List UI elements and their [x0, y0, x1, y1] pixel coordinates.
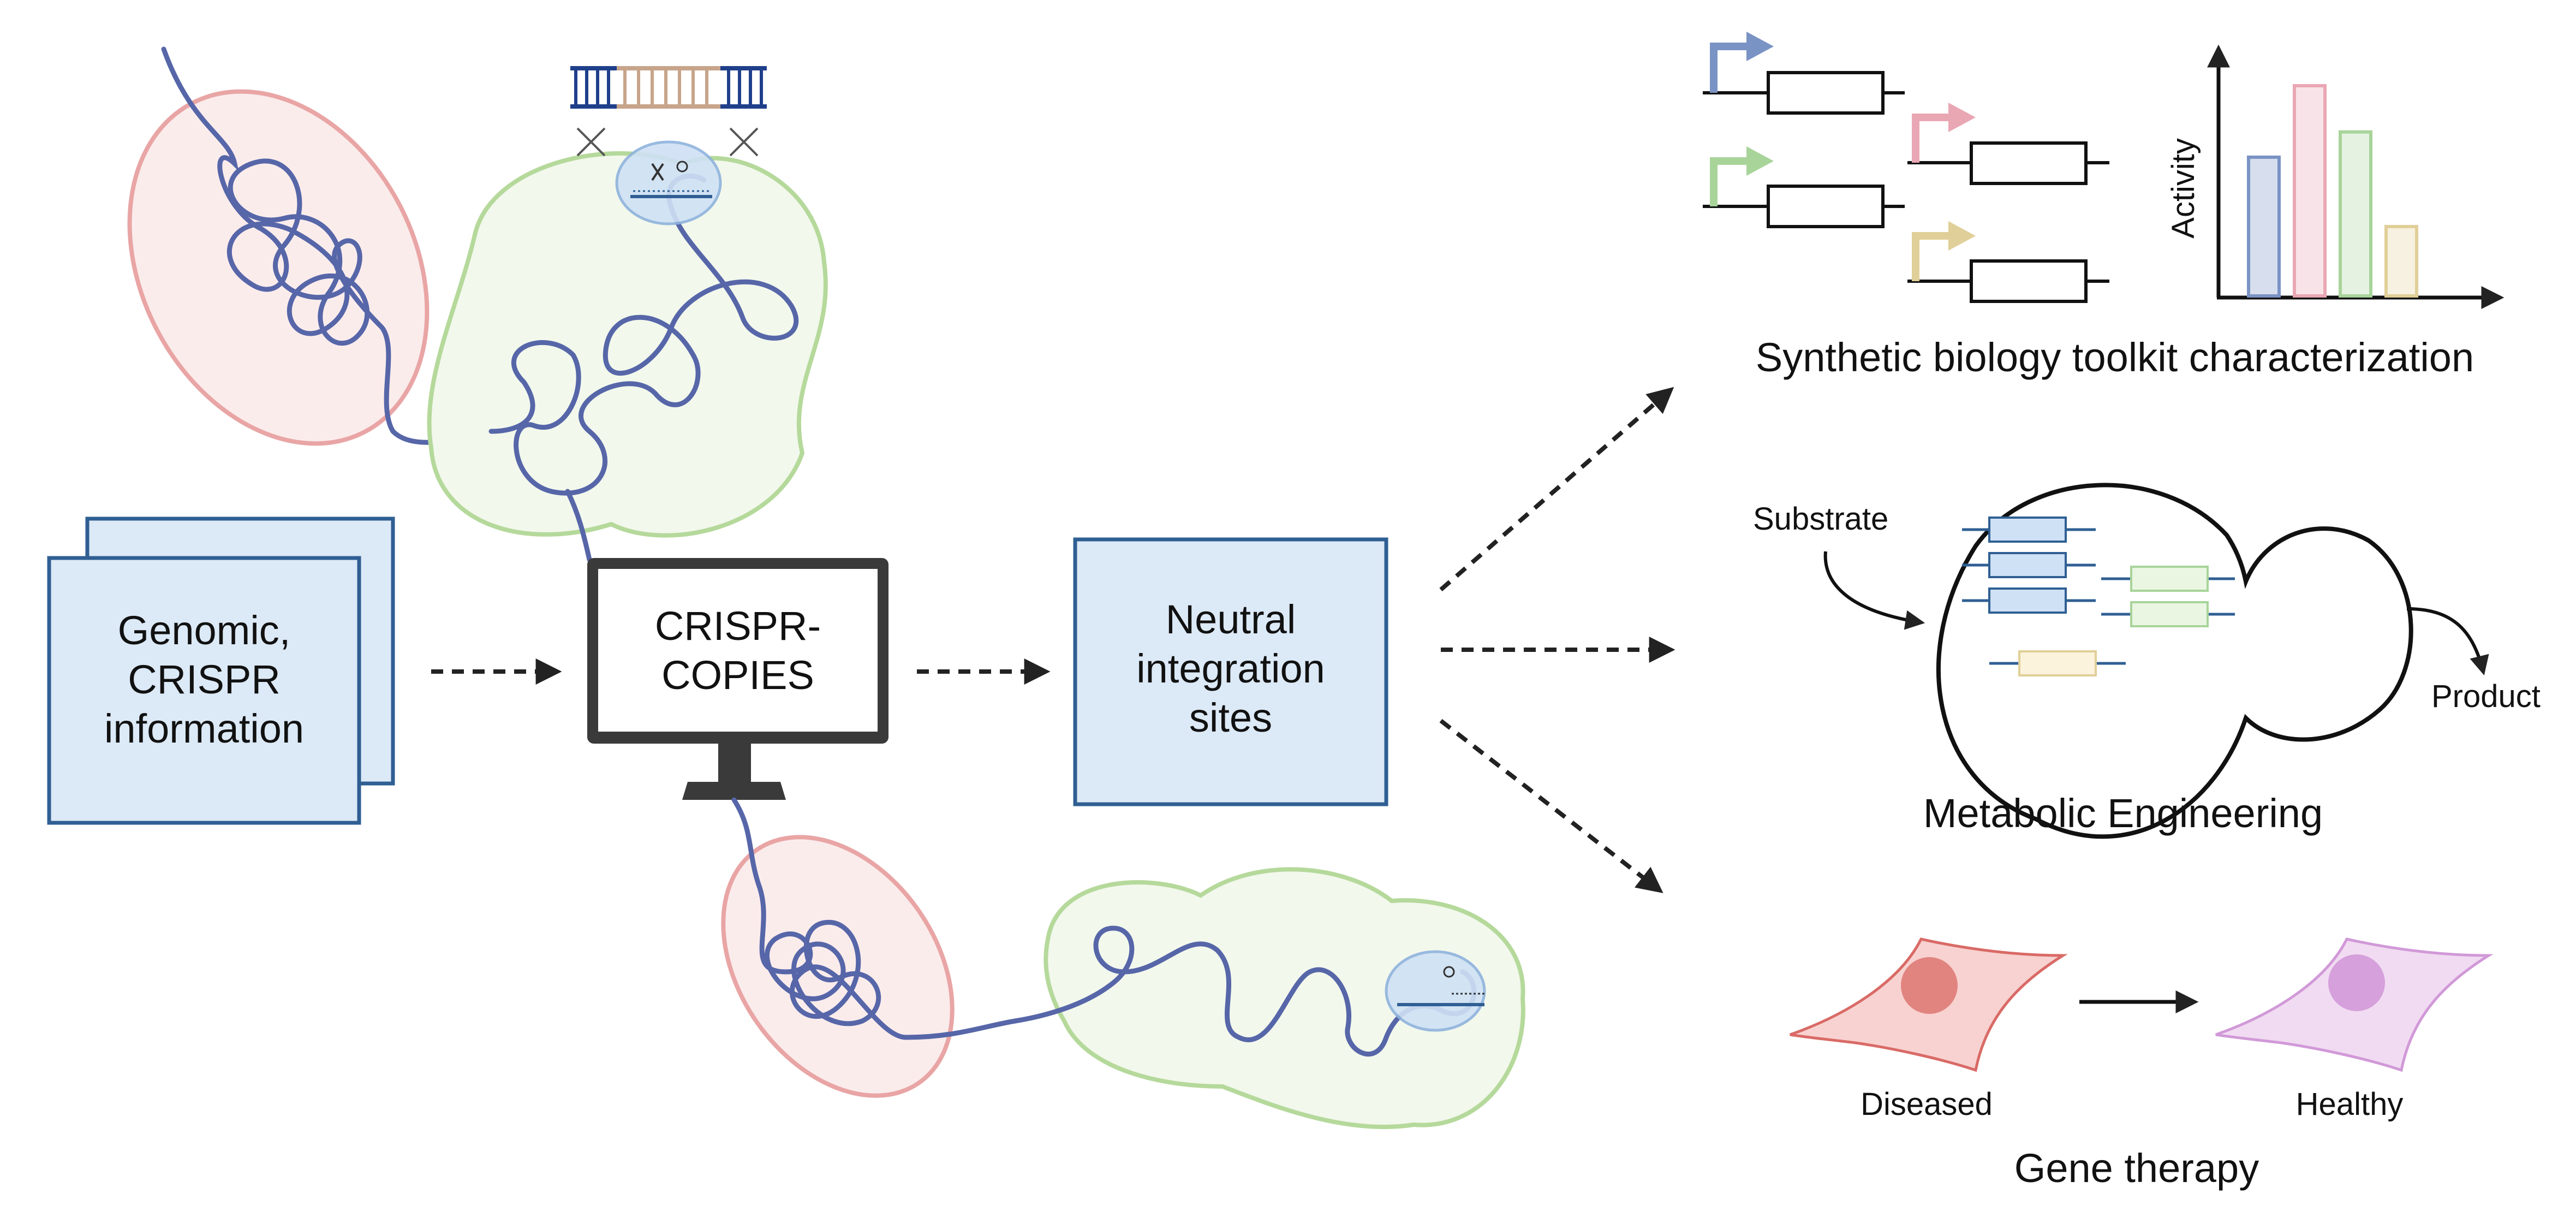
activity-bar-4	[2384, 224, 2418, 298]
metabolic-panel: Substrate Product Metabolic Engineer	[1753, 483, 2541, 839]
chromosome-loop-icon	[488, 173, 798, 496]
gene-therapy-title: Gene therapy	[2014, 1145, 2259, 1191]
gene-construct-pink	[1907, 103, 2109, 185]
gene-cassette-blue-3	[1962, 587, 2096, 614]
arrow-to-gene-therapy	[1439, 719, 1663, 893]
host-cell-top	[427, 140, 828, 562]
activity-bar-2	[2293, 84, 2327, 298]
tool-name-line-1: CRISPR-	[655, 603, 821, 649]
gene-cassette-blue-1	[1962, 517, 2096, 543]
metabolic-title: Metabolic Engineering	[1923, 791, 2323, 836]
neutral-sites-box: Neutral integration sites	[1073, 537, 1388, 806]
product-label: Product	[2431, 679, 2541, 714]
input-document: Genomic, CRISPR information	[47, 517, 395, 825]
diseased-cell-icon	[1790, 937, 2068, 1072]
activity-bar-1	[2247, 155, 2281, 298]
activity-bar-3	[2339, 130, 2372, 298]
output-line-2: integration	[1136, 646, 1325, 691]
activity-bar-chart: Activity	[2166, 44, 2505, 309]
gene-construct-blue	[1703, 32, 1905, 115]
bacterial-cell-bottom	[721, 797, 1018, 1098]
host-cell-bottom	[1012, 867, 1525, 1129]
output-line-3: sites	[1189, 695, 1272, 740]
chromosome-loop-bottom-icon	[1012, 925, 1477, 1057]
healthy-label: Healthy	[2296, 1087, 2404, 1122]
product-arrow	[2406, 607, 2489, 675]
gene-therapy-panel: Diseased Healthy Gene therapy	[1790, 937, 2494, 1191]
gene-cassette-green-1	[2101, 566, 2235, 592]
gene-cassette-yellow	[1989, 650, 2126, 676]
gene-cassette-green-2	[2101, 601, 2235, 627]
bacterial-cell-top-left	[127, 46, 494, 446]
tool-name-line-2: COPIES	[661, 652, 814, 698]
chromosome-tangle-icon	[161, 46, 494, 445]
input-line-2: CRISPR	[128, 657, 281, 702]
chromosome-tangle-bottom-icon	[731, 797, 1018, 1040]
diseased-label: Diseased	[1861, 1087, 1993, 1122]
donor-dna-ladder-icon	[570, 66, 767, 157]
gene-construct-green	[1703, 146, 1905, 228]
healthy-cell-icon	[2215, 937, 2494, 1072]
cas9-complex-icon	[615, 140, 722, 225]
gene-construct-yellow	[1907, 221, 2109, 303]
substrate-label: Substrate	[1753, 501, 1888, 537]
substrate-arrow	[1823, 551, 1925, 630]
output-line-1: Neutral	[1166, 597, 1296, 642]
chart-y-label: Activity	[2166, 138, 2201, 239]
synbio-title: Synthetic biology toolkit characterizati…	[1756, 335, 2474, 380]
gene-cassette-blue-2	[1962, 552, 2096, 578]
cas9-complex-bottom-icon	[1385, 950, 1486, 1032]
computer-monitor-icon: CRISPR- COPIES	[587, 558, 889, 800]
input-line-1: Genomic,	[118, 608, 291, 653]
arrow-to-synbio	[1439, 387, 1674, 592]
input-line-3: information	[104, 706, 304, 751]
crossover-x-icon	[576, 127, 759, 157]
synbio-panel: Activity Synthetic biology toolkit chara…	[1703, 32, 2505, 380]
